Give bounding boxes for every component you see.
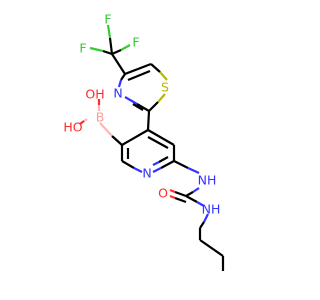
bond-nh2-c <box>199 221 205 229</box>
bond-n1-c6-double-n <box>152 161 160 166</box>
bond-s-c2 <box>148 101 159 112</box>
bond-c-o-double <box>174 196 187 204</box>
bond-c3-b <box>111 135 123 146</box>
atom-f-left: F <box>79 41 86 56</box>
bond-c4-c3 <box>121 129 149 146</box>
bond-cf-top <box>106 24 112 39</box>
molecule-svg: F F F S N OH HO B N NH O NH <box>63 12 225 271</box>
bond-nh-c-n <box>192 187 200 193</box>
bond-n1-c6-double <box>158 156 169 163</box>
atom-n-pyridine: N <box>142 166 151 181</box>
bond-c2-n <box>136 103 150 112</box>
atom-nh-upper: NH <box>198 173 217 188</box>
atom-f-top: F <box>104 12 111 27</box>
bond-c2-n-double <box>132 103 144 111</box>
bond-c5-c4 <box>147 129 175 146</box>
bond-n1-c6 <box>160 160 175 169</box>
bond-n-c4 <box>120 73 126 81</box>
atom-oh-upper: OH <box>85 87 104 102</box>
bond-c-nh2 <box>185 195 198 203</box>
atom-o-carbonyl: O <box>158 186 168 201</box>
bond-c-nh2-n <box>196 201 205 207</box>
bond-c2-n1-n <box>133 167 143 173</box>
bond-cf-left-c <box>102 49 113 56</box>
bond-b-oh-lower-b <box>83 118 88 122</box>
bond-c2-n1 <box>121 160 135 169</box>
bond-cf-left <box>89 46 104 53</box>
bond-c5-s <box>150 63 161 73</box>
bond-s-c2-s <box>157 93 166 103</box>
bond-cf-right <box>120 44 131 51</box>
atom-n-thiazole: N <box>113 86 122 101</box>
bond-c3-b-b <box>99 122 113 137</box>
bond-c5-c4-double <box>147 136 169 149</box>
molecule-structure-diagram: F F F S N OH HO B N NH O NH <box>63 12 225 271</box>
bond-c2-n-n <box>124 96 138 105</box>
atom-b-boron: B <box>96 110 105 125</box>
bond-nh2-c-n <box>203 213 209 223</box>
atom-oh-lower: HO <box>63 120 82 135</box>
bond-c6-nh <box>173 160 189 169</box>
bond-propyl-2 <box>199 239 224 257</box>
bond-c5-s-s <box>159 71 168 81</box>
bond-n-c4-n <box>117 79 123 88</box>
bond-nh-c <box>185 191 194 197</box>
atom-nh-lower: NH <box>202 202 221 217</box>
bond-thiazole-pyridine <box>146 110 151 131</box>
bond-c6-nh-n <box>187 166 200 175</box>
bond-c4-c5-double <box>127 69 151 82</box>
bond-n1-c6-n <box>152 167 162 173</box>
bond-c-o-double-o <box>169 194 176 200</box>
bond-cf3-ring <box>111 53 126 75</box>
bond-cf-top-c <box>108 37 114 55</box>
bond-c-o <box>174 190 187 198</box>
bond-c4-c5 <box>124 62 152 76</box>
atom-f-right: F <box>132 35 139 50</box>
bond-b-oh-lower-o <box>79 120 85 125</box>
atom-s-thiazole: S <box>161 80 169 95</box>
bond-c-o-o <box>169 188 176 194</box>
bond-cf-right-c <box>111 48 122 56</box>
